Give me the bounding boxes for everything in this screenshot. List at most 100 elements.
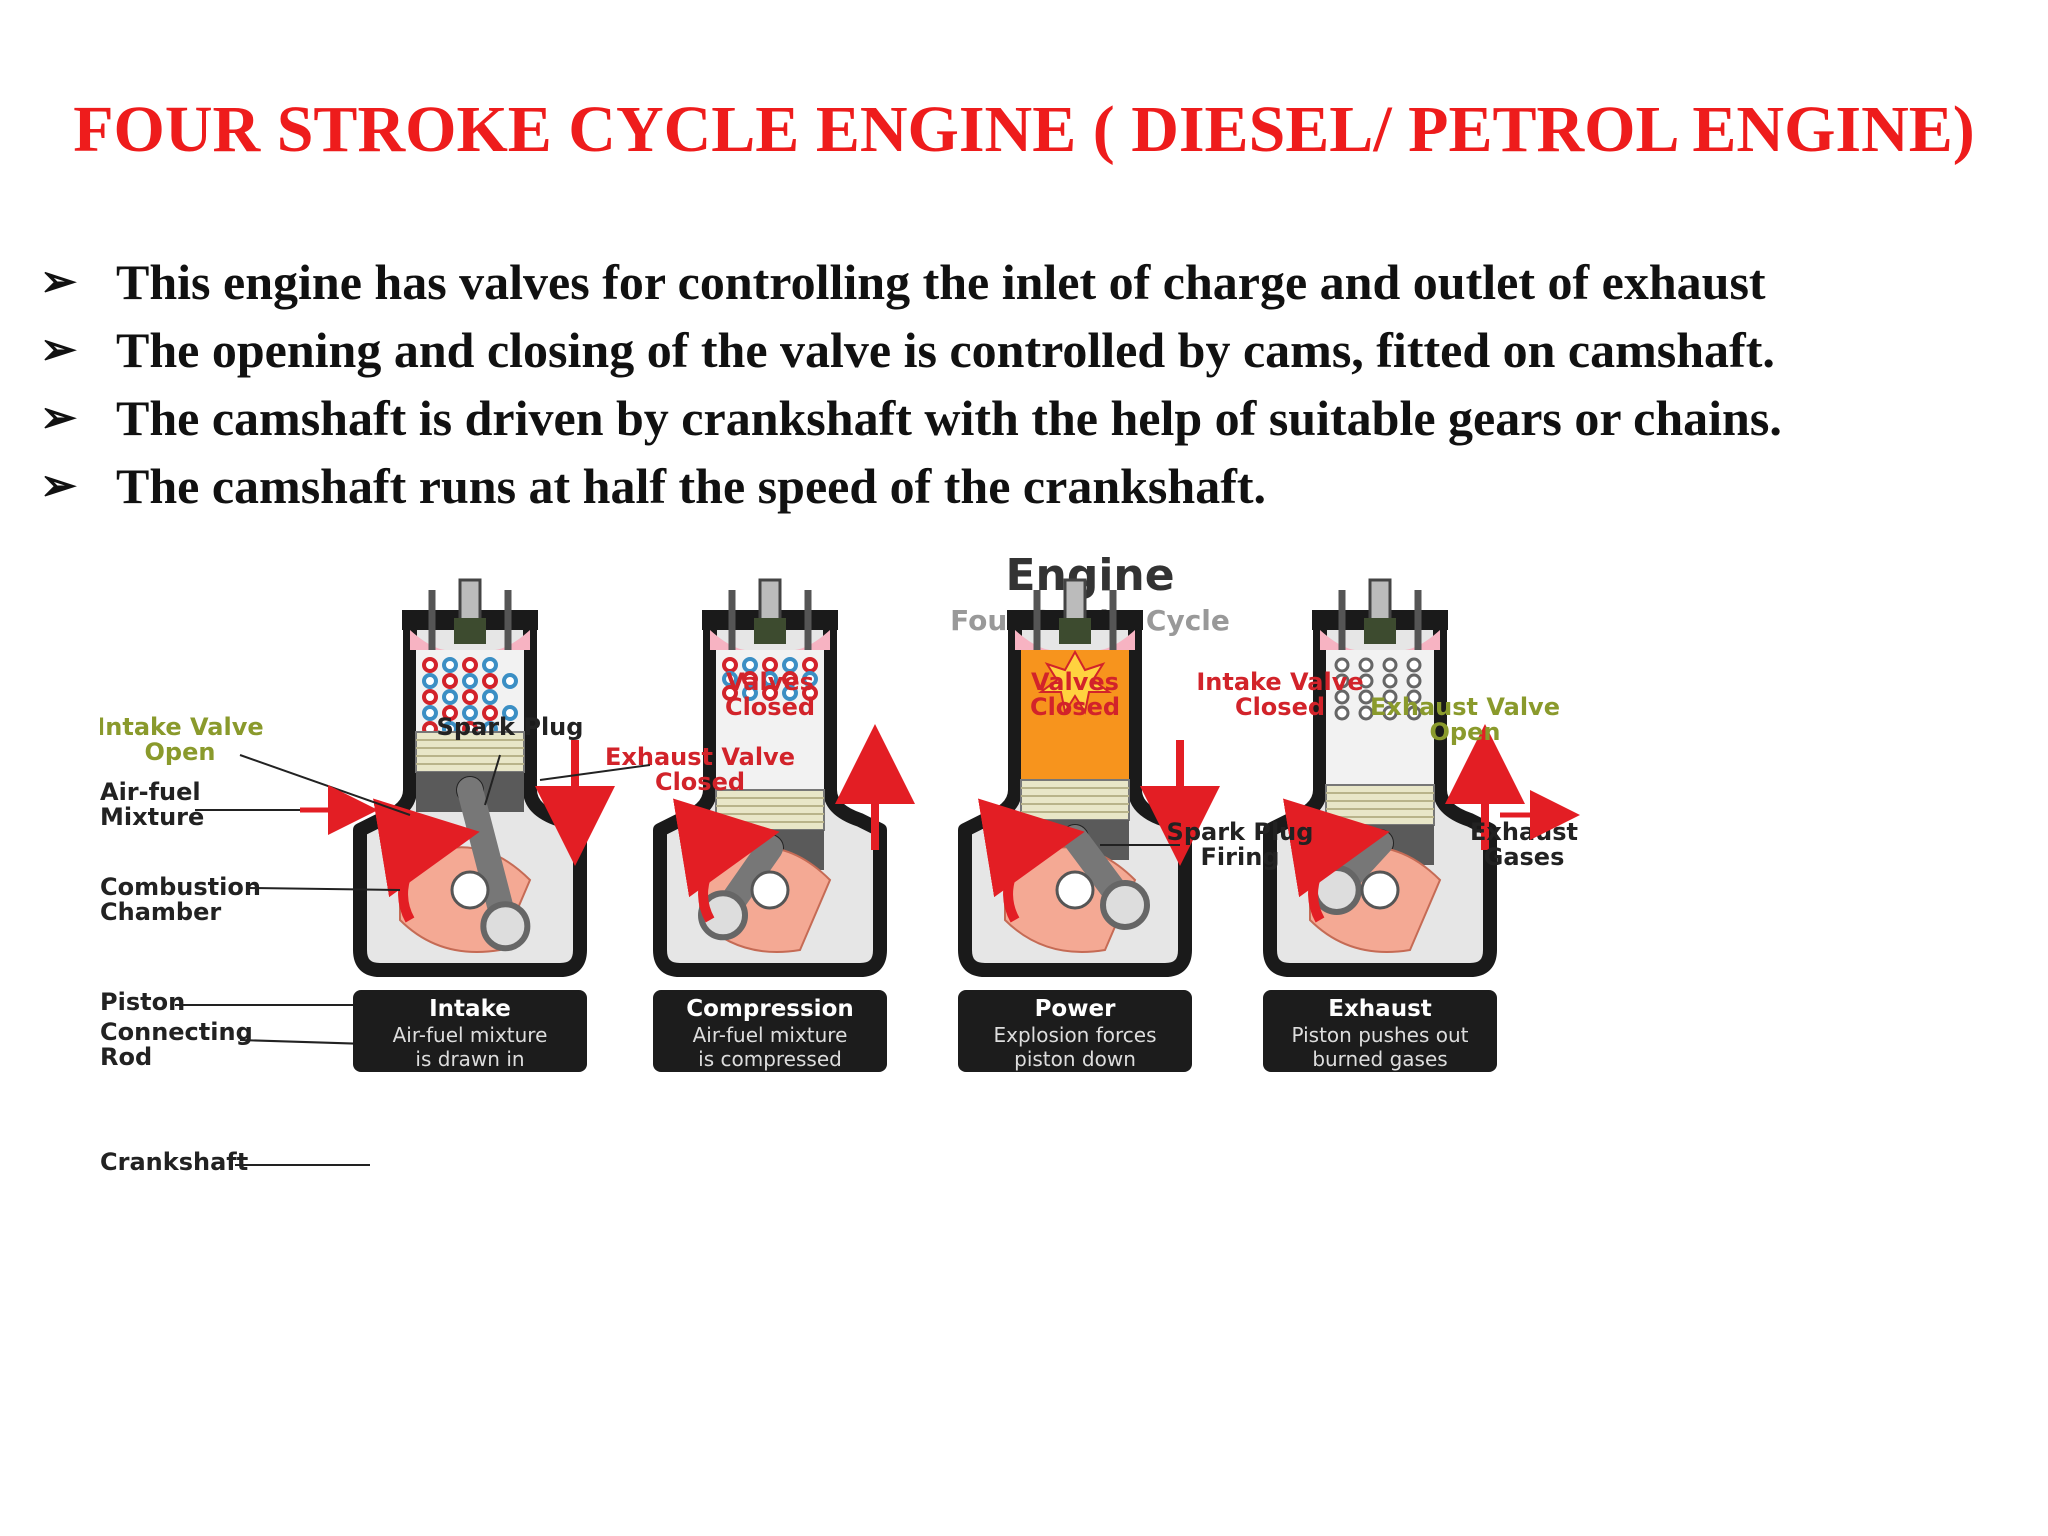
gas-particle <box>762 685 778 701</box>
stage-name: Intake <box>429 996 511 1022</box>
exhaust-particle <box>1334 689 1350 705</box>
spark-plug-base <box>454 618 486 644</box>
gas-particle <box>482 689 498 705</box>
piston-rings <box>1325 784 1435 826</box>
gas-particle <box>802 685 818 701</box>
valve-seat-left <box>410 630 445 650</box>
exhaust-particle <box>1406 689 1422 705</box>
engine-4 <box>1263 578 1525 977</box>
rotation-arrow-icon <box>1282 798 1390 923</box>
spark-plug <box>758 578 782 622</box>
bullet-item: ➢The camshaft is driven by crankshaft wi… <box>40 384 2030 452</box>
label-piston: Piston <box>100 988 185 1016</box>
label-combustion-chamber-line: Chamber <box>100 898 221 926</box>
gas-particle <box>742 685 758 701</box>
exhaust-particle <box>1358 689 1374 705</box>
gas-particle <box>482 657 498 673</box>
rotation-arrow-icon <box>977 798 1085 923</box>
crank-pin <box>480 901 531 952</box>
bullet-list: ➢ This engine has valves for controlling … <box>40 248 2030 520</box>
gas-particle <box>502 673 518 689</box>
label-exhaust-valve-open-line: Open <box>1430 718 1501 746</box>
stage-description: is drawn in <box>415 1047 524 1071</box>
stage-description: Piston pushes out <box>1291 1023 1468 1047</box>
label-exhaust-gases-line: Gases <box>1484 843 1565 871</box>
leader-line <box>539 764 651 781</box>
gas-particle <box>502 705 518 721</box>
leader-line <box>484 754 501 806</box>
arrow-bullet-icon: ➢ <box>40 257 77 306</box>
stage-description: is compressed <box>698 1047 842 1071</box>
exhaust-particle <box>1334 705 1350 721</box>
label-connecting-rod-line: Rod <box>100 1043 152 1071</box>
exhaust-particle <box>1406 657 1422 673</box>
gas-particle <box>422 705 438 721</box>
label-crankshaft: Crankshaft <box>100 1148 248 1176</box>
crankshaft-center <box>450 870 490 910</box>
spark-plug-base <box>1059 618 1091 644</box>
stage-box-bg <box>1263 990 1497 1072</box>
bullet-text: The camshaft runs at half the speed of t… <box>116 458 1266 514</box>
label-combustion-chamber-line: Combustion <box>100 873 261 901</box>
label-valves-closed-line: Closed <box>725 693 815 721</box>
piston-rings <box>415 731 525 773</box>
stage-description: Explosion forces <box>994 1023 1157 1047</box>
exhaust-particle <box>1406 673 1422 689</box>
crankshaft-center <box>1055 870 1095 910</box>
label-exhaust-valve-open-line: Exhaust Valve <box>1370 693 1560 721</box>
exhaust-particle <box>1382 673 1398 689</box>
exhaust-particle <box>1358 705 1374 721</box>
stage-description: Air-fuel mixture <box>393 1023 548 1047</box>
label-intake-valve-open-line: Open <box>145 738 216 766</box>
spark-plug-base <box>1364 618 1396 644</box>
bullet-item: ➢ The opening and closing of the valve is… <box>40 316 2030 384</box>
gas-particle <box>422 673 438 689</box>
arrow-bullet-icon: ➢ <box>40 325 77 374</box>
engine-group <box>353 578 1525 977</box>
exhaust-particle <box>1334 673 1350 689</box>
gas-particle <box>782 685 798 701</box>
exhaust-particle <box>1358 657 1374 673</box>
exhaust-particle <box>1334 657 1350 673</box>
bullet-text: This engine has valves for controlling t… <box>116 254 1766 310</box>
gas-particle <box>442 705 458 721</box>
stage-box-bg <box>653 990 887 1072</box>
label-exhaust-valve-closed-line: Closed <box>655 768 745 796</box>
stage-box-bg <box>958 990 1192 1072</box>
valve-seat-left <box>710 630 745 650</box>
arrow-bullet-icon: ➢ <box>40 393 77 442</box>
label-exhaust-gases-line: Exhaust <box>1470 818 1578 846</box>
valve-seat-left <box>1320 630 1355 650</box>
exhaust-particle <box>1358 673 1374 689</box>
stage-box-bg <box>353 990 587 1072</box>
gas-particle <box>462 705 478 721</box>
bullet-item: ➢ This engine has valves for controlling … <box>40 248 2030 316</box>
piston-rings <box>1020 779 1130 821</box>
label-valves-closed-line: Closed <box>1030 693 1120 721</box>
gas-particle <box>462 689 478 705</box>
valve-seat-right <box>1100 630 1135 650</box>
stage-description: burned gases <box>1312 1047 1447 1071</box>
label-spark-plug-firing-line: Spark Plug <box>1167 818 1314 846</box>
gas-particle <box>442 689 458 705</box>
gas-particle <box>462 673 478 689</box>
bullet-text: The opening and closing of the valve is … <box>116 322 1775 378</box>
label-air-fuel-mixture-line: Air-fuel <box>100 778 201 806</box>
label-intake-valve-closed-line: Intake Valve <box>1196 668 1363 696</box>
diagram-heading: Engine <box>1005 550 1174 601</box>
spark-plug <box>458 578 482 622</box>
rotation-arrow-icon <box>372 798 480 923</box>
gas-particle <box>442 657 458 673</box>
label-crankshaft-line: Crankshaft <box>100 1148 248 1176</box>
